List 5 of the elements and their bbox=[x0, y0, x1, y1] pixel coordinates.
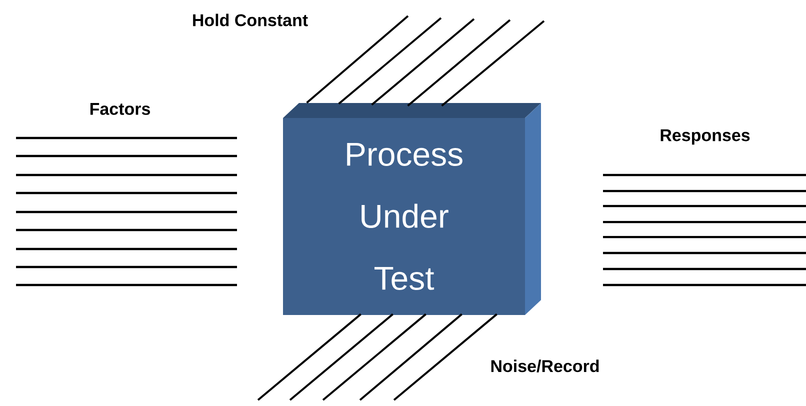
group-heading: Hold Constant bbox=[193, 14, 308, 26]
group-heading: Factors bbox=[90, 103, 150, 115]
process-block: Process Under Test bbox=[283, 103, 541, 315]
group-heading: Noise/Record bbox=[491, 360, 599, 372]
group-heading: Responses bbox=[660, 129, 750, 145]
